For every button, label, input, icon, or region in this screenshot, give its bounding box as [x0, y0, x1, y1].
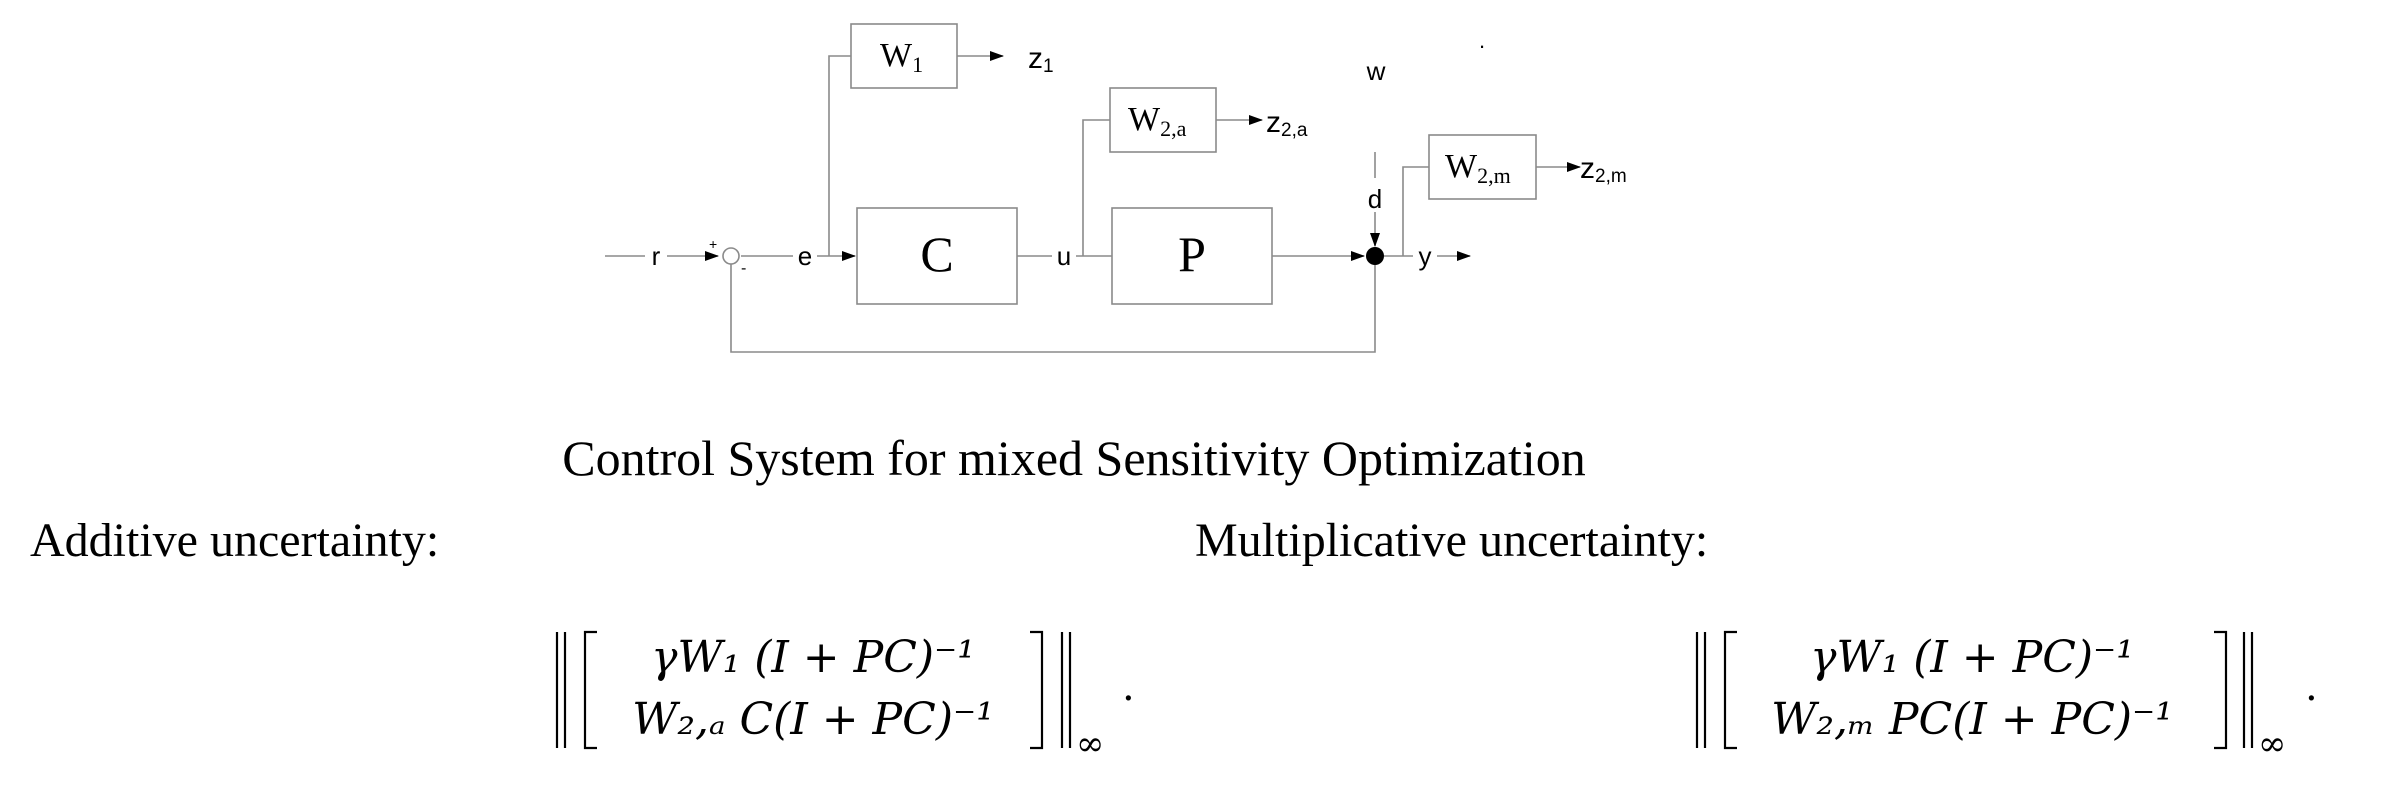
summing-junction	[722, 247, 740, 265]
signal-d-label: d	[1368, 184, 1382, 214]
w2a-block	[1109, 87, 1217, 153]
signal-r-label: r	[652, 241, 661, 271]
additive-row-1: γW₁ (I + PC)⁻¹	[651, 632, 975, 683]
sum-minus-sign: -	[741, 260, 746, 277]
signal-z2m-label: z2,m	[1580, 152, 1627, 187]
multiplicative-uncertainty-label: Multiplicative uncertainty:	[1195, 514, 1708, 567]
multiplicative-row-1: γW₁ (I + PC)⁻¹	[1810, 632, 2134, 683]
output-node	[1366, 247, 1384, 265]
w2a-block-label: W2,a	[1128, 101, 1187, 141]
signal-z1-label: z1	[1028, 42, 1054, 77]
signal-lines	[605, 51, 1581, 353]
stray-dot: .	[1479, 28, 1485, 53]
additive-uncertainty-label: Additive uncertainty:	[30, 514, 439, 567]
signal-u-label: u	[1057, 241, 1071, 271]
signal-y-label: y	[1419, 241, 1432, 271]
sum-plus-sign: +	[709, 236, 717, 252]
w1-block	[850, 23, 958, 89]
multiplicative-norm-expression: γW₁ (I + PC)⁻¹ W₂,ₘ PC(I + PC)⁻¹ ∞ .	[1695, 630, 2318, 764]
additive-norm-subscript: ∞	[1076, 724, 1104, 764]
p-block	[1111, 207, 1273, 305]
w2m-branch-line	[1402, 166, 1429, 256]
w2m-block-label: W2,m	[1445, 148, 1511, 188]
signal-e-label: e	[798, 241, 812, 271]
additive-row-2: W₂,ₐ C(I + PC)⁻¹	[632, 694, 994, 745]
multiplicative-period: .	[2305, 664, 2318, 710]
w2m-block	[1428, 134, 1537, 200]
additive-period: .	[1122, 664, 1135, 710]
signal-w-label: w	[1366, 56, 1386, 86]
additive-norm-expression: γW₁ (I + PC)⁻¹ W₂,ₐ C(I + PC)⁻¹ ∞ .	[555, 630, 1135, 764]
w1-branch-line	[828, 55, 851, 256]
multiplicative-row-2: W₂,ₘ PC(I + PC)⁻¹	[1771, 694, 2173, 745]
w2a-branch-line	[1082, 119, 1110, 256]
c-block-label: C	[920, 226, 953, 282]
w1-block-label: W1	[880, 37, 923, 77]
p-block-label: P	[1178, 226, 1206, 282]
signal-z2a-label: z2,a	[1266, 106, 1308, 141]
diagram-caption: Control System for mixed Sensitivity Opt…	[562, 430, 1586, 486]
feedback-line	[730, 262, 1376, 353]
multiplicative-norm-subscript: ∞	[2258, 724, 2286, 764]
c-block	[856, 207, 1018, 305]
